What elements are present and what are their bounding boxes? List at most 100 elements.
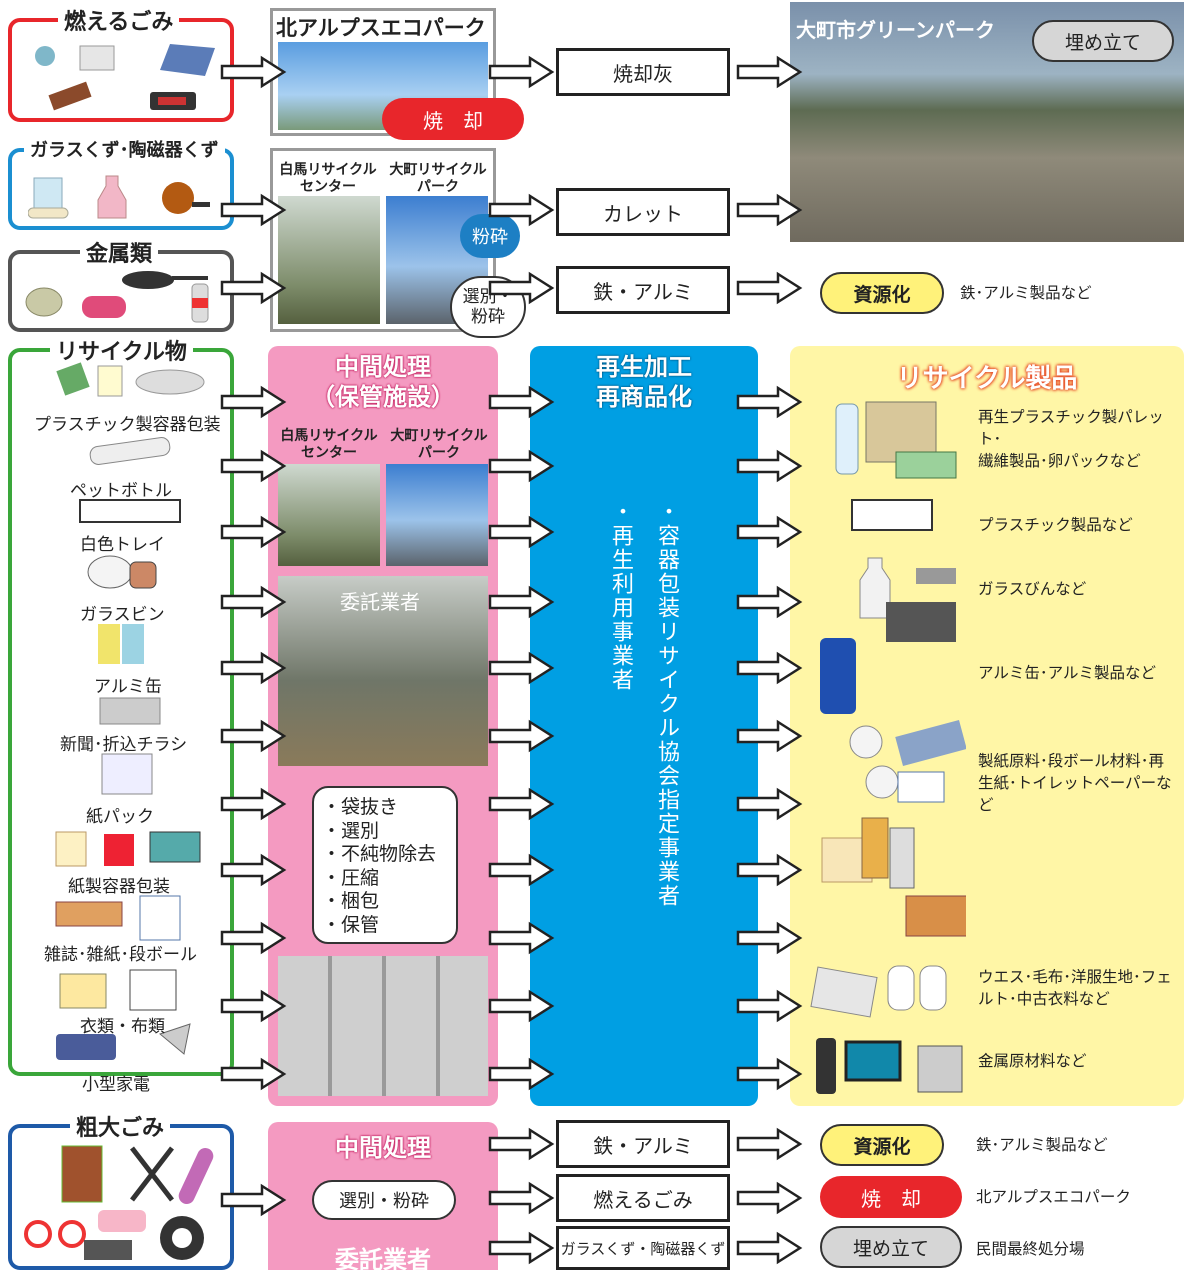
bulky-incinerate-note: 北アルプスエコパーク [976,1188,1131,1206]
arrow-bulky-iron-out [736,1127,803,1161]
arrow-ash-to-landfill [736,55,803,89]
arrow-recycle-out-4 [736,651,803,685]
arrow-recycle-out-8 [736,921,803,955]
reprocess-col2: ・再生利用事業者 [608,500,633,692]
recycle-item-1: ペットボトル [70,481,172,501]
arrow-recycle-out-5 [736,719,803,753]
process-step-5: ・保管 [322,913,380,936]
bulky-out-burn: 燃えるごみ [556,1174,730,1222]
group-title-burnable: 燃えるごみ [58,4,180,36]
arrow-recycle-mid-4 [488,651,555,685]
recycle-item-9: 衣類・布類 [80,1017,165,1037]
arrow-recycle-in-1 [220,449,287,483]
iron-al-box: 鉄・アルミ [556,266,730,314]
group-title-recycle: リサイクル物 [50,334,193,366]
arrow-bulky-glass-out [736,1231,803,1265]
arrow-burnable-to-eco [220,55,287,89]
process-step-4: ・梱包 [322,890,380,912]
arrow-recycle-mid-1 [488,449,555,483]
metal-illustration [25,271,209,323]
incinerate-badge: 焼 却 [382,98,524,140]
recycle-item-2: 白色トレイ [80,535,165,555]
arrow-bulky-glass [488,1231,555,1265]
process-step-2: ・不純物除去 [322,843,437,865]
reprocess-panel [530,346,758,1106]
process-steps-box: ・袋抜き ・選別 ・不純物除去 ・圧縮 ・梱包 ・保管 [312,786,458,944]
arrow-recycle-mid-7 [488,853,555,887]
arrow-recycle-out-7 [736,853,803,887]
green-park-title: 大町市グリーンパーク [796,18,995,42]
burnable-illustration [35,44,215,111]
arrow-recycle-mid-9 [488,989,555,1023]
products-illustration [810,401,966,1094]
arrow-recycle-in-0 [220,385,287,419]
arrow-recycle-out-0 [736,385,803,419]
arrow-recycle-in-10 [220,1057,287,1091]
arrow-glass-to-center [220,193,287,227]
arrow-recycle-mid-0 [488,385,555,419]
arrow-recycle-in-5 [220,719,287,753]
arrow-recycle-out-3 [736,585,803,619]
recycle-item-4: アルミ缶 [94,677,162,697]
recycle-item-8: 雑誌･雑紙･段ボール [44,945,197,965]
bulky-landfill-note: 民間最終処分場 [976,1240,1085,1258]
arrow-recycle-mid-2 [488,515,555,549]
recycle-item-7: 紙製容器包装 [68,877,170,897]
group-title-metal: 金属類 [80,236,159,268]
arrow-iron-to-resource [736,271,803,305]
landfill-badge-top: 埋め立て [1032,20,1174,62]
bulky-sort-crush: 選別・粉砕 [312,1180,456,1220]
arrow-recycle-in-4 [220,651,287,685]
arrow-center-to-iron [488,271,555,305]
omachi-label-middle: 大町リサイクル パーク [390,428,488,461]
arrow-recycle-in-6 [220,787,287,821]
arrow-recycle-mid-8 [488,921,555,955]
arrow-bulky-iron [488,1127,555,1161]
arrow-recycle-in-9 [220,989,287,1023]
glass-illustration [28,175,210,219]
bulky-out-glass: ガラスくず・陶磁器くず [556,1226,730,1270]
arrow-bulky-burn-out [736,1181,803,1215]
recycle-items-illustration [55,362,205,1060]
product-note-1: プラスチック製品など [978,516,1133,534]
arrow-recycle-out-9 [736,989,803,1023]
arrow-recycle-mid-6 [488,787,555,821]
arrow-recycle-out-10 [736,1057,803,1091]
product-note-4: 製紙原料･段ボール材料･再 生紙･トイレットペーパーなど [978,752,1172,814]
bulky-middle-title: 中間処理 [335,1134,431,1162]
middle-process-title: 中間処理 （保管施設） [311,353,455,411]
eco-park-title: 北アルプスエコパーク [276,16,486,40]
arrow-bulky-burn [488,1181,555,1215]
arrow-metal-to-center [220,271,287,305]
arrow-recycle-out-2 [736,515,803,549]
bulky-resource-badge: 資源化 [820,1124,944,1166]
arrow-recycle-in-3 [220,585,287,619]
group-title-glass: ガラスくず･陶磁器くず [24,136,225,162]
products-title: リサイクル製品 [896,364,1078,394]
ash-box: 焼却灰 [556,48,730,96]
arrow-recycle-out-6 [736,787,803,821]
arrow-recycle-mid-5 [488,719,555,753]
contractor-photo [278,576,488,766]
process-step-1: ・選別 [322,819,380,842]
bulky-resource-note: 鉄･アルミ製品など [976,1136,1108,1154]
product-note-6: 金属原材料など [978,1052,1087,1070]
bulky-out-iron: 鉄・アルミ [556,1120,730,1168]
hakuba-photo-middle [278,464,380,566]
arrow-recycle-in-2 [220,515,287,549]
crush-badge: 粉砕 [460,214,520,258]
recycle-item-6: 紙パック [86,807,154,827]
arrow-center-to-cullet [488,193,555,227]
bulky-incinerate-badge: 焼 却 [820,1176,962,1218]
arrow-eco-to-ash [488,55,555,89]
bulky-landfill-badge: 埋め立て [820,1226,962,1268]
group-title-bulky: 粗大ごみ [70,1110,171,1142]
product-note-2: ガラスびんなど [978,580,1087,598]
reprocess-col1: ・容器包装リサイクル協会指定事業者 [654,500,679,908]
arrow-cullet-to-landfill [736,193,803,227]
hakuba-label-top: 白馬リサイクル センター [279,162,377,195]
hakuba-label-middle: 白馬リサイクル センター [280,428,378,461]
resource-badge-top: 資源化 [820,272,944,314]
arrow-recycle-in-8 [220,921,287,955]
